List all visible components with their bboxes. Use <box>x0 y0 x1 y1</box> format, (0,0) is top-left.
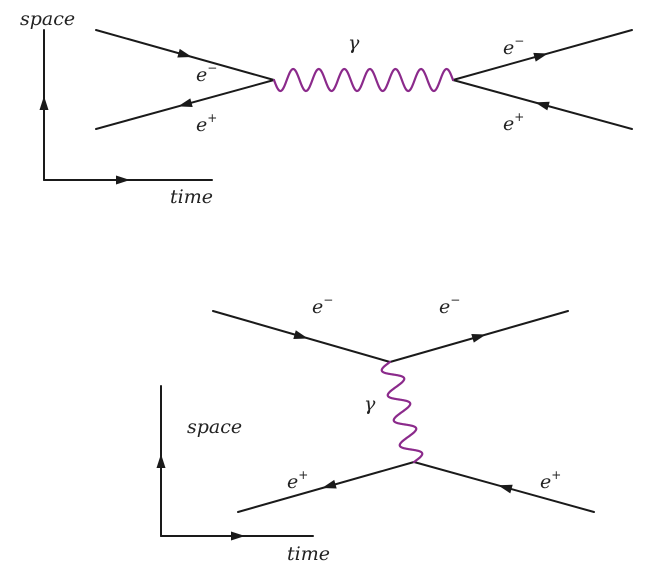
bottom-electron-out-arrow <box>471 334 486 343</box>
bottom-electron-out-label: e− <box>439 293 460 318</box>
bottom-diagram: space time e− e− γ e+ e+ <box>156 293 595 565</box>
bottom-positron-right-arrow <box>498 484 513 494</box>
bottom-positron-left-label: e+ <box>287 468 308 493</box>
top-electron-in-arrow <box>177 48 192 58</box>
bottom-electron-in-arrow <box>293 330 308 339</box>
top-positron-out-arrow <box>535 101 550 111</box>
top-time-label: time <box>170 186 213 208</box>
top-photon-wavy-line <box>272 67 455 93</box>
top-space-label: space <box>20 8 75 30</box>
top-positron-in-arrow <box>178 98 193 108</box>
bottom-axes: space time <box>156 385 330 565</box>
top-electron-out-label: e− <box>503 34 524 59</box>
bottom-positron-right-label: e+ <box>540 468 561 493</box>
top-positron-in-label: e+ <box>196 111 217 136</box>
top-electron-out-arrow <box>533 52 548 62</box>
bottom-photon-label: γ <box>364 393 376 415</box>
bottom-space-axis-arrow <box>156 454 166 468</box>
top-diagram: space time e− e+ γ e− e+ <box>20 8 633 208</box>
bottom-electron-in-label: e− <box>312 293 333 318</box>
bottom-time-label: time <box>287 543 330 565</box>
top-photon-label: γ <box>348 32 360 54</box>
bottom-positron-left-arrow <box>322 479 337 489</box>
bottom-time-axis-arrow <box>231 531 245 541</box>
top-space-axis-arrow <box>39 96 49 110</box>
bottom-photon-wavy-line <box>380 360 424 464</box>
bottom-space-label: space <box>187 416 242 438</box>
top-electron-in-label: e− <box>196 61 217 86</box>
top-time-axis-arrow <box>116 175 130 185</box>
top-axes: space time <box>20 8 213 208</box>
top-positron-out-label: e+ <box>503 110 524 135</box>
